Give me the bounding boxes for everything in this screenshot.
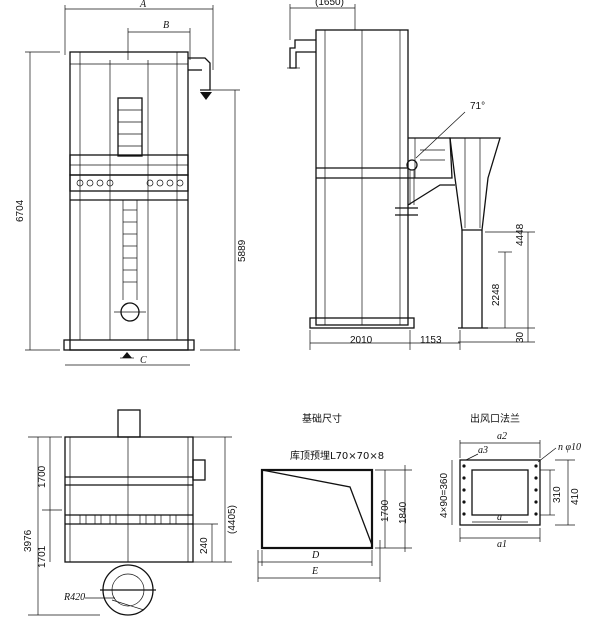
dim-2010: 2010 xyxy=(350,335,373,346)
dim-A: A xyxy=(140,0,147,10)
dim-3976: 3976 xyxy=(23,529,34,552)
dim-C: C xyxy=(140,355,147,366)
dim-hole: n φ10 xyxy=(558,442,582,453)
dim-1153: 1153 xyxy=(420,335,442,346)
dim-310: 310 xyxy=(552,486,563,503)
flange-view xyxy=(451,440,575,542)
dim-B: B xyxy=(163,20,170,31)
dim-1650: (1650) xyxy=(315,0,344,8)
dim-5889: 5889 xyxy=(237,239,248,262)
dim-a3: a3 xyxy=(478,445,488,456)
dim-a1: a1 xyxy=(497,539,507,550)
foundation-embed-note: 库顶预埋L70×70×8 xyxy=(290,451,385,462)
foundation-view xyxy=(257,465,412,582)
dim-240: 240 xyxy=(199,537,210,554)
front-view xyxy=(25,5,240,366)
dim-a2: a2 xyxy=(497,431,507,442)
dim-D: D xyxy=(312,550,320,561)
dim-4405: (4405) xyxy=(227,505,238,534)
dim-4448: 4448 xyxy=(515,223,526,246)
dim-spacing: 4×90=360 xyxy=(439,472,450,518)
dim-30: 30 xyxy=(515,331,526,343)
dim-E: E xyxy=(312,566,319,577)
flange-title: 出风口法兰 xyxy=(470,414,520,425)
dim-a: a xyxy=(497,512,502,523)
dim-angle-71: 71° xyxy=(470,101,486,112)
side-view xyxy=(287,4,535,350)
dim-1700-plan: 1700 xyxy=(37,465,48,488)
plan-view xyxy=(28,409,232,616)
dim-410: 410 xyxy=(570,488,581,505)
dim-R420: R420 xyxy=(64,592,86,603)
foundation-title: 基础尺寸 xyxy=(302,414,342,425)
dim-1840: 1840 xyxy=(398,501,409,524)
dim-1701: 1701 xyxy=(37,545,48,568)
dim-6704: 6704 xyxy=(15,199,26,222)
dim-2248: 2248 xyxy=(491,283,502,306)
dim-1700-foundation: 1700 xyxy=(380,499,391,522)
